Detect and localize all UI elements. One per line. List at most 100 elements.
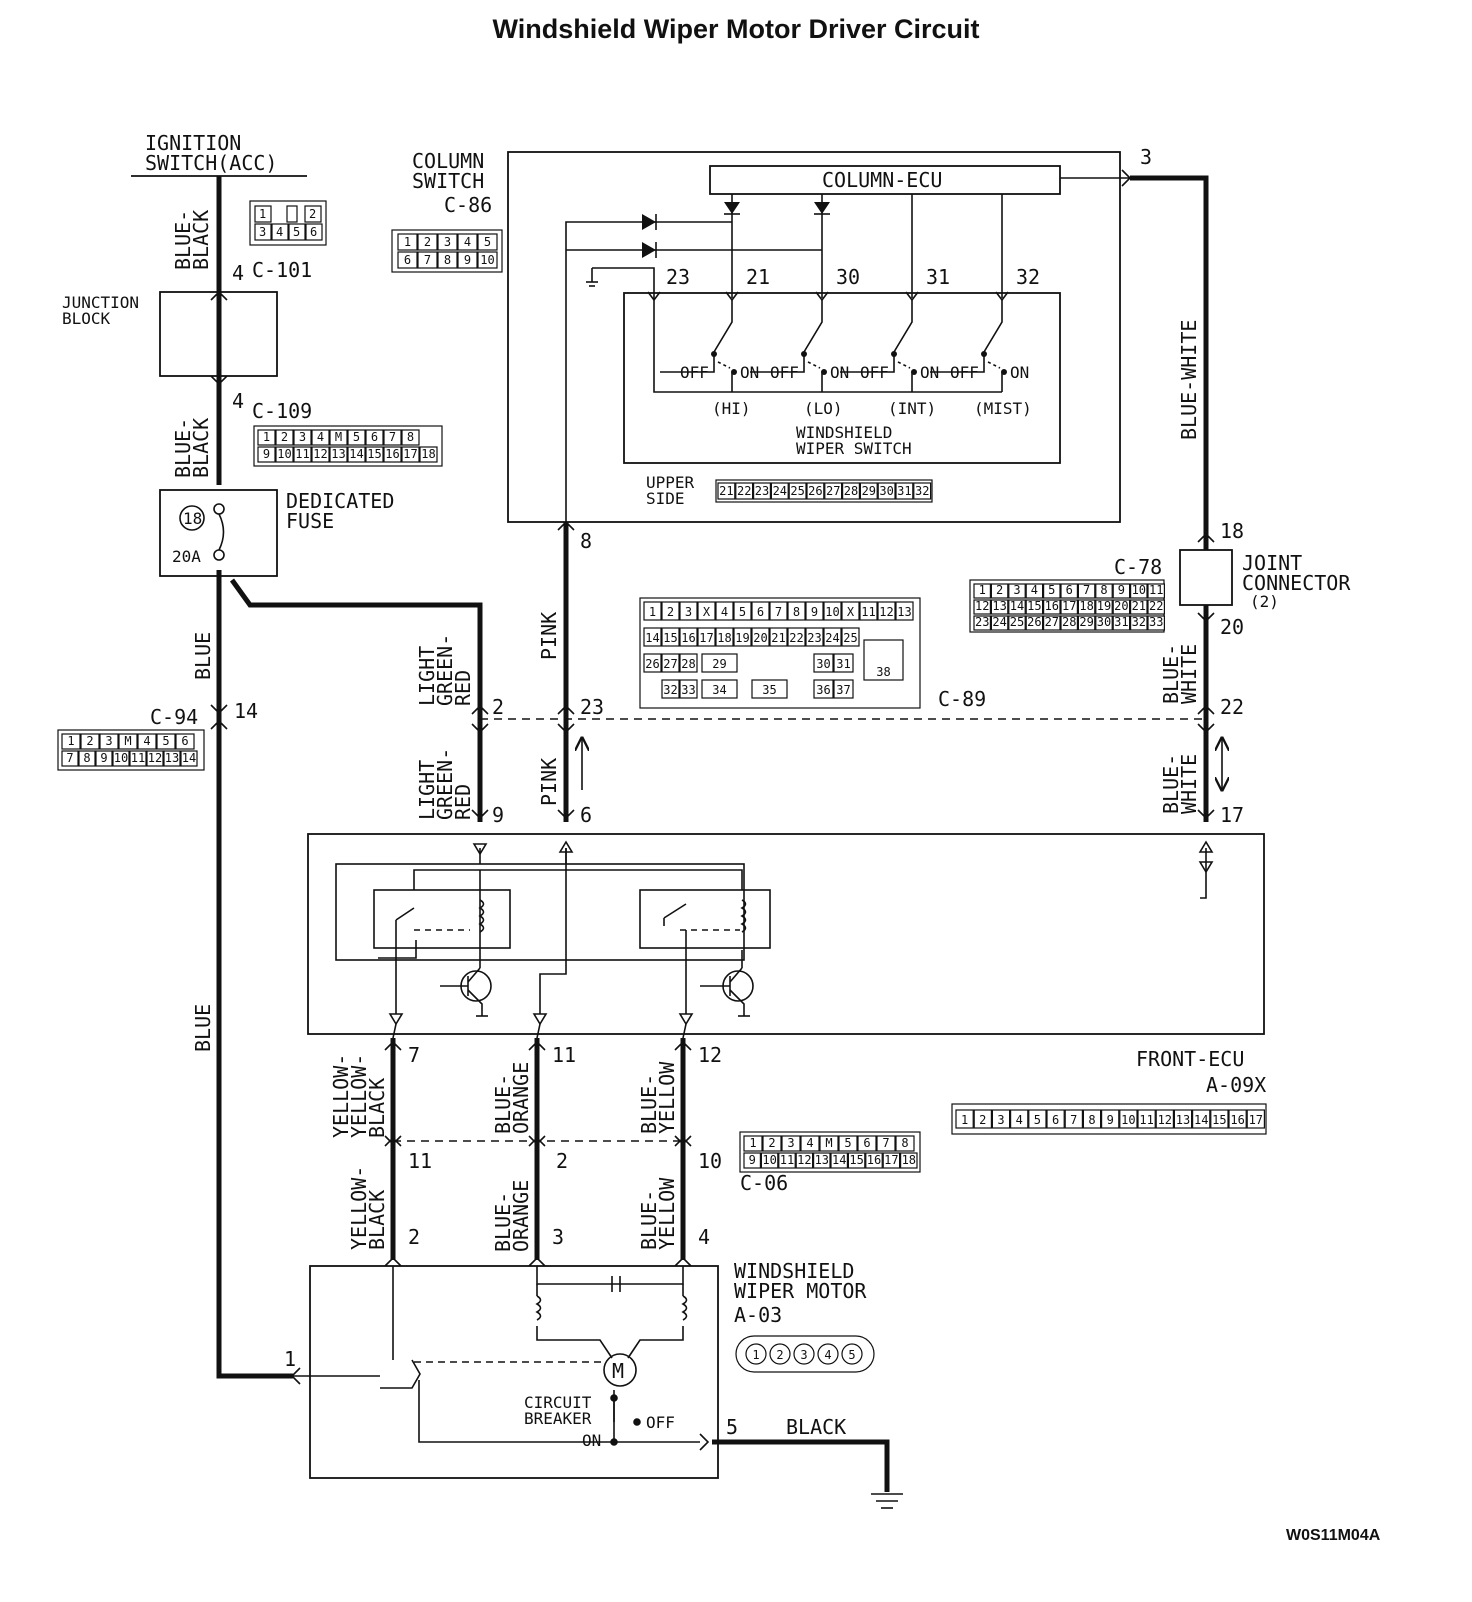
connector-pin: 31 — [897, 484, 911, 498]
svg-text:GREEN-: GREEN- — [433, 634, 457, 706]
column-switch-box — [507, 151, 1121, 523]
connector-pin: 9 — [464, 253, 471, 267]
blue-orange-label-upper: BLUE- ORANGE — [491, 1062, 533, 1134]
connector-pin: 32 — [663, 683, 677, 697]
connector-pin: 25 — [1010, 615, 1024, 629]
connector-pin: 19 — [1097, 599, 1111, 613]
pin-ecu-7: 7 — [408, 1043, 420, 1067]
pin-c94: 14 — [234, 699, 258, 723]
wiper-motor-internal — [293, 1266, 700, 1443]
column-switch-label-2: SWITCH — [412, 169, 484, 193]
switch-contact — [1001, 369, 1007, 375]
connector-pin: 1 — [404, 235, 411, 249]
fuse-number: 18 — [183, 509, 202, 528]
connector-pin: 4 — [317, 430, 324, 444]
svg-text:BLUE-: BLUE- — [1159, 644, 1183, 704]
pin-sw-23: 23 — [666, 265, 690, 289]
switch-contact: ON — [830, 363, 849, 382]
connector-pin: 21 — [719, 484, 733, 498]
connector-pin: 24 — [773, 484, 787, 498]
connector-pin: 31 — [836, 657, 850, 671]
connector-pin: 27 — [826, 484, 840, 498]
diagram-title: Windshield Wiper Motor Driver Circuit — [492, 14, 980, 44]
connector-pin: 20 — [753, 631, 767, 645]
pin-sw-30: 30 — [836, 265, 860, 289]
connector-pin: 6 — [1052, 1113, 1059, 1127]
svg-text:BLUE-: BLUE- — [171, 210, 195, 270]
switch-contact — [893, 300, 913, 353]
connector-pin: 21 — [1132, 599, 1146, 613]
dedicated-fuse-box — [159, 489, 278, 577]
junction-block-label-2: BLOCK — [62, 309, 111, 328]
blue-black-label-lower: BLUE- BLACK — [171, 418, 213, 478]
connector-pin: 16 — [1045, 599, 1059, 613]
fuse-terminal-top — [213, 503, 225, 515]
connector-pin: 13 — [331, 447, 345, 461]
connector-pin: 16 — [385, 447, 399, 461]
connector-pin: X — [703, 605, 711, 619]
pin-m-4: 4 — [698, 1225, 710, 1249]
connector-pin: 15 — [663, 631, 677, 645]
ignition-label: IGNITION — [145, 131, 241, 155]
svg-text:WHITE: WHITE — [1177, 754, 1201, 814]
connector-pin: 12 — [879, 605, 893, 619]
connector-pin: 34 — [712, 683, 726, 697]
svg-text:YELLOW: YELLOW — [655, 1177, 679, 1250]
svg-text:YELLOW: YELLOW — [655, 1061, 679, 1134]
pin-jc-bottom: 20 — [1220, 615, 1244, 639]
figure-code: W0S11M04A — [1286, 1527, 1381, 1544]
connector-pin: 9 — [811, 605, 818, 619]
connector-pin: 11 — [295, 447, 309, 461]
connector-pin: 14 — [645, 631, 659, 645]
connector-chevrons — [210, 169, 1215, 1451]
connector-pin: 8 — [1088, 1113, 1095, 1127]
connector-pin: 9 — [749, 1153, 756, 1167]
connector-pin: M — [335, 430, 342, 444]
connector-pin: 3 — [1013, 583, 1020, 597]
connector-pin: 2 — [979, 1113, 986, 1127]
connector-pin: 4 — [1016, 1113, 1023, 1127]
connector-pin: 3 — [685, 605, 692, 619]
c86-label: C-86 — [444, 193, 492, 217]
connector-pin: 3 — [299, 430, 306, 444]
connector-pin: 11 — [1149, 583, 1163, 597]
connector-pin: 25 — [790, 484, 804, 498]
connector-pin: 29 — [1079, 615, 1093, 629]
connector-pin: 26 — [808, 484, 822, 498]
column-switch-ground-icon — [586, 281, 598, 287]
switch-contact — [807, 361, 821, 369]
pin-c101: 4 — [232, 261, 244, 285]
circuit-breaker-label-2: BREAKER — [524, 1409, 592, 1428]
connector-pin: 12 — [148, 751, 162, 765]
connector-pin: 14 — [182, 751, 196, 765]
svg-text:RED: RED — [451, 784, 475, 820]
wire-blue — [216, 570, 293, 1379]
connector-pin: 17 — [1062, 599, 1076, 613]
pin-sw-31: 31 — [926, 265, 950, 289]
svg-text:BLACK: BLACK — [189, 418, 213, 478]
connector-pin: 29 — [862, 484, 876, 498]
fuse-element — [218, 513, 225, 551]
connector-pin: 29 — [712, 657, 726, 671]
motor-icon: M — [603, 1353, 637, 1387]
switch-contact — [717, 361, 731, 369]
pin-m-5: 5 — [726, 1415, 738, 1439]
connector-pin: 17 — [884, 1153, 898, 1167]
connector-pin: 33 — [681, 683, 695, 697]
svg-text:ORANGE: ORANGE — [509, 1062, 533, 1134]
svg-text:3: 3 — [259, 225, 266, 239]
circuit-breaker-icon — [610, 1394, 641, 1446]
svg-text:BLUE-: BLUE- — [637, 1190, 661, 1250]
lgr-label-lower: LIGHT GREEN- RED — [415, 748, 475, 820]
svg-text:RED: RED — [451, 670, 475, 706]
connector-pin: 12 — [1158, 1113, 1172, 1127]
joint-connector-label-3: (2) — [1250, 592, 1279, 611]
blue-white-label-long: BLUE-WHITE — [1177, 320, 1201, 440]
yellow-black-label-upper: YELLOW- YELLOW- BLACK — [329, 1054, 389, 1138]
connector-pin: 18 — [902, 1153, 916, 1167]
pin-m-2: 2 — [408, 1225, 420, 1249]
pin-c06-2: 2 — [556, 1149, 568, 1173]
svg-text:1: 1 — [259, 207, 266, 221]
connector-pin: 5 — [484, 235, 491, 249]
